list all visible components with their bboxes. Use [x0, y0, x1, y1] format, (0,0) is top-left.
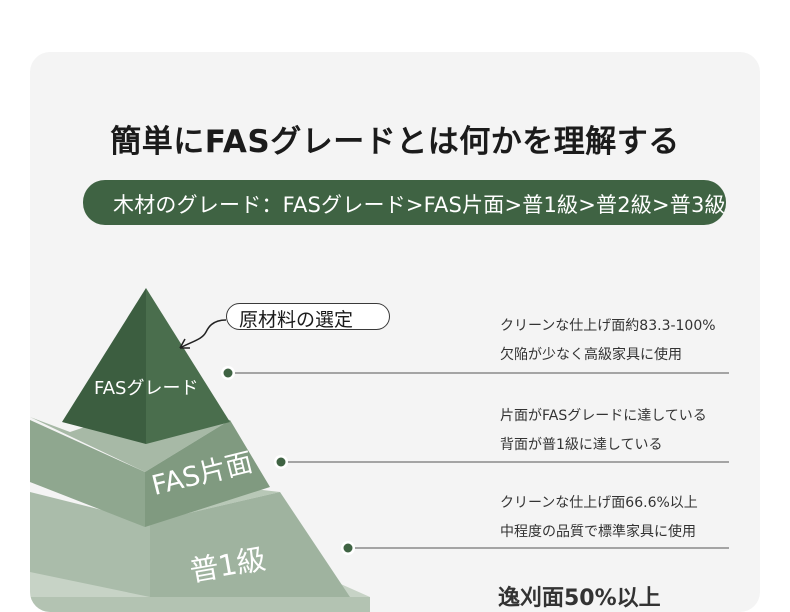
- pyramid-apex-right: [146, 288, 230, 444]
- leader-dot-3-inner: [343, 543, 353, 553]
- pyramid-tier-3-front: [150, 492, 350, 597]
- callout-arrowhead: [179, 338, 190, 349]
- pyramid-tier-2-front: [145, 420, 270, 527]
- grade-banner: 木材のグレード：FASグレード>FAS片面>普1級>普2級>普3級: [83, 180, 726, 225]
- infographic-card: 簡単にFASグレードとは何かを理解する 木材のグレード：FASグレード>FAS片…: [30, 52, 760, 612]
- level-3-line-2: 中程度の品質で標準家具に使用: [500, 524, 696, 540]
- level-4-description: 逸刈面50%以上: [498, 586, 661, 611]
- callout-text: 原材料の選定: [239, 309, 354, 331]
- page-title: 簡単にFASグレードとは何かを理解する: [110, 124, 680, 160]
- level-2-description: 片面がFASグレードに達している 背面が普1級に達している: [500, 402, 707, 460]
- pyramid-label-fas: FASグレード: [94, 378, 199, 399]
- level-2-line-1: 片面がFASグレードに達している: [500, 408, 707, 424]
- level-1-line-2: 欠陥が少なく高級家具に使用: [500, 347, 682, 363]
- level-3-description: クリーンな仕上げ面66.6%以上 中程度の品質で標準家具に使用: [500, 489, 698, 547]
- pyramid-tier-3-left: [30, 492, 150, 597]
- level-1-description: クリーンな仕上げ面約83.3-100% 欠陥が少なく高級家具に使用: [500, 312, 716, 370]
- pyramid-tier-4-front: [30, 597, 370, 612]
- callout-arrow: [179, 319, 227, 349]
- banner-text: 木材のグレード：FASグレード>FAS片面>普1級>普2級>普3級: [113, 193, 726, 217]
- level-2-line-2: 背面が普1級に達している: [500, 437, 663, 453]
- level-1-line-1: クリーンな仕上げ面約83.3-100%: [500, 318, 716, 334]
- level-3-line-1: クリーンな仕上げ面66.6%以上: [500, 495, 698, 511]
- pyramid-tier-2-left: [30, 420, 145, 527]
- pyramid-apex-left: [62, 288, 146, 444]
- leader-dot-2-inner: [276, 457, 286, 467]
- material-selection-callout: 原材料の選定: [226, 303, 390, 331]
- leader-dot-1-inner: [223, 368, 233, 378]
